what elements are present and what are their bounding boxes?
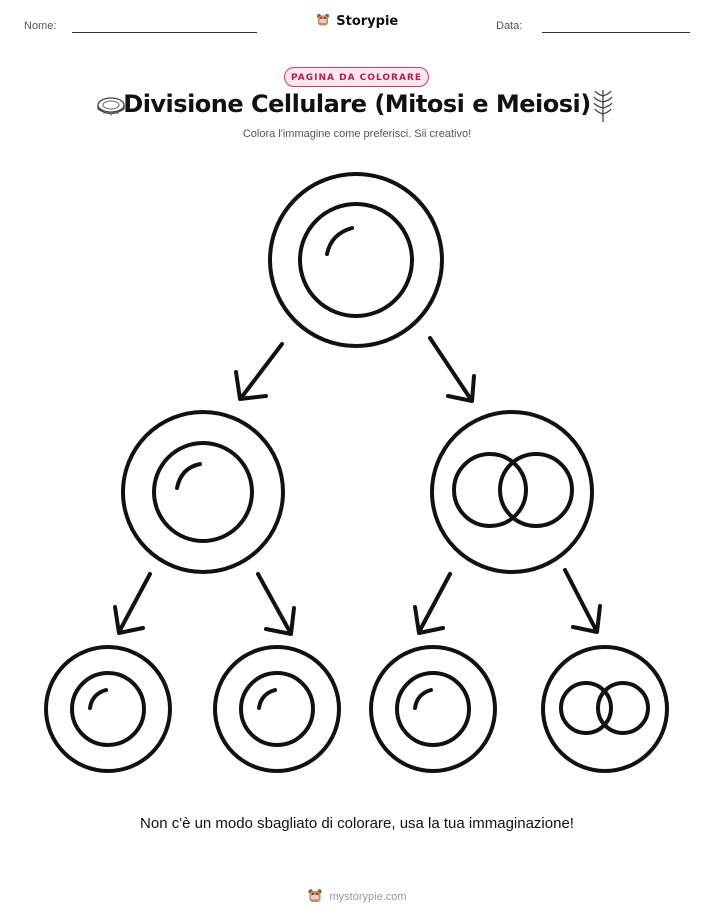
grand-daughter-cell-1: [44, 645, 172, 773]
arrow-left-left: [113, 572, 152, 635]
arrow-left-right: [256, 572, 296, 636]
grand-daughter-cell-3: [369, 645, 497, 773]
daughter-cell-mitosis: [121, 410, 285, 574]
daughter-cell-meiosis: [430, 410, 594, 574]
grand-daughter-cell-4: [541, 645, 669, 773]
date-line: [542, 32, 690, 33]
parent-cell: [268, 172, 444, 348]
grand-daughter-cell-2: [213, 645, 341, 773]
arrow-left: [234, 342, 284, 401]
page-subtitle: Colora l'immagine come preferisci. Sii c…: [242, 128, 472, 140]
storypie-bear-logo-icon: [316, 14, 329, 26]
cell-slice-icon: [97, 97, 125, 116]
name-label: Nome:: [24, 20, 57, 32]
brand: Storypie: [0, 13, 714, 29]
encouragement-message: Non c'è un modo sbagliato di colorare, u…: [140, 815, 574, 832]
brand-name: Storypie: [336, 14, 399, 29]
arrow-right: [428, 336, 476, 403]
arrow-right-left: [413, 572, 452, 635]
site-url: mystorypie.com: [329, 891, 407, 903]
storypie-bear-logo-icon: [308, 889, 323, 902]
coloring-page-badge: PAGINA DA COLORARE: [284, 67, 429, 87]
site-footer: mystorypie.com: [0, 888, 714, 904]
page-title: Divisione Cellulare (Mitosi e Meiosi): [123, 90, 591, 118]
date-label: Data:: [496, 20, 523, 32]
arrow-right-right: [563, 568, 602, 634]
cell-division-diagram-icon: [44, 172, 669, 773]
name-line: [72, 32, 257, 33]
leaf-sprig-icon: [593, 90, 613, 122]
